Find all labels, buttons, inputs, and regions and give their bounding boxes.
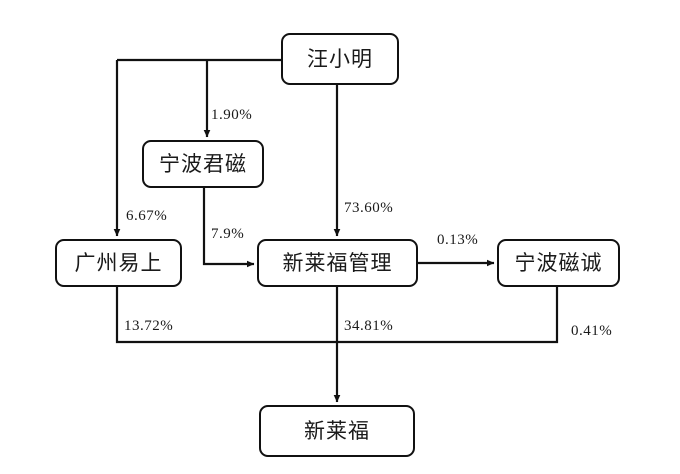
connector-guangzhou-yishang-to-xinlaifu — [115, 287, 337, 344]
node-label-xinlaifu-guanli: 新莱福管理 — [282, 250, 393, 275]
edge-label-guanli-to-xinlaifu: 34.81% — [344, 318, 394, 334]
node-label-wang-xiaoming: 汪小明 — [307, 46, 373, 71]
node-label-xinlaifu: 新莱福 — [304, 418, 370, 443]
edge-label-wang-to-junci: 1.90% — [211, 107, 253, 123]
edge-label-yishang-to-xinlaifu: 13.72% — [124, 318, 174, 334]
node-label-ningbo-junci: 宁波君磁 — [159, 151, 247, 176]
node-xinlaifu-guanli[interactable]: 新莱福管理 — [257, 239, 418, 287]
node-guangzhou-yishang[interactable]: 广州易上 — [55, 239, 182, 287]
edge-label-cicheng-to-xinlaifu: 0.41% — [571, 323, 613, 339]
node-wang-xiaoming[interactable]: 汪小明 — [281, 33, 399, 85]
node-label-ningbo-cicheng: 宁波磁诚 — [514, 250, 603, 275]
node-ningbo-junci[interactable]: 宁波君磁 — [142, 140, 264, 188]
connector-ningbo-cicheng-to-xinlaifu — [337, 287, 559, 344]
edge-label-guanli-to-cicheng: 0.13% — [437, 232, 479, 248]
node-xinlaifu[interactable]: 新莱福 — [259, 405, 415, 457]
connector-ningbo-junci-to-xinlaifu-guanli — [202, 188, 255, 268]
edge-label-wang-to-yishang: 6.67% — [126, 208, 168, 224]
node-label-guangzhou-yishang: 广州易上 — [74, 250, 163, 275]
edge-label-wang-to-guanli: 73.60% — [344, 200, 394, 216]
node-ningbo-cicheng[interactable]: 宁波磁诚 — [497, 239, 620, 287]
edge-label-junci-to-guanli: 7.9% — [211, 226, 245, 242]
